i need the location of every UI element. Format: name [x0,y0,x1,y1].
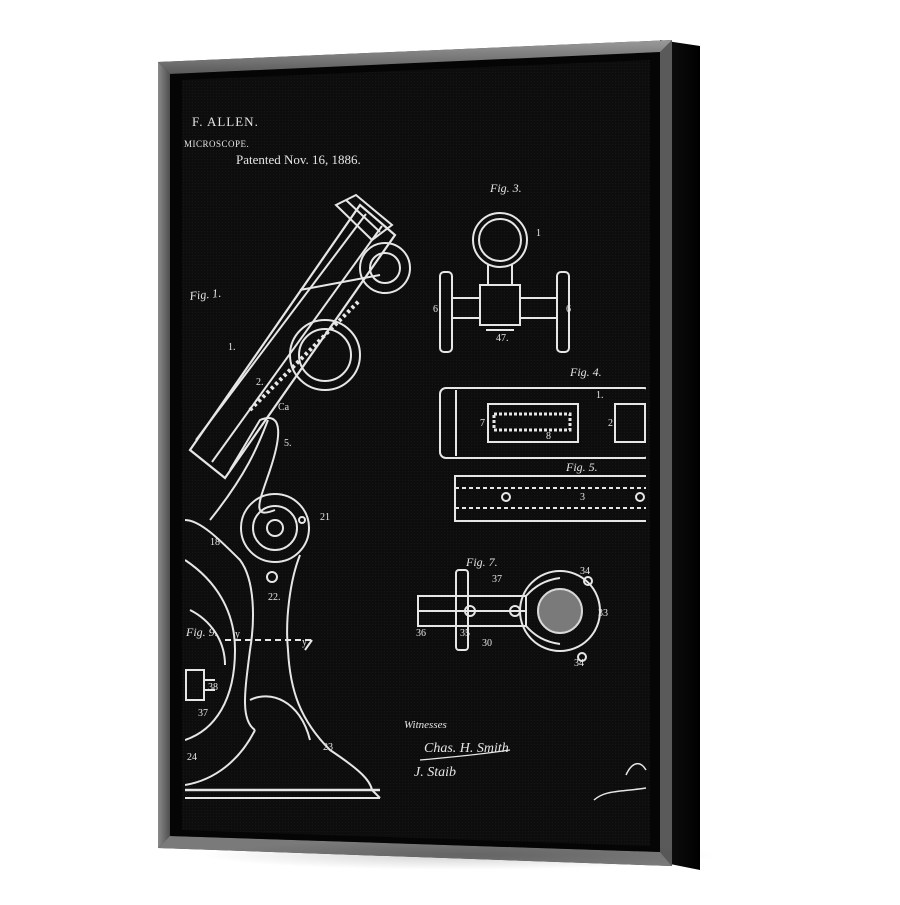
svg-text:7: 7 [480,418,485,429]
svg-text:1.: 1. [228,342,236,353]
svg-text:34: 34 [580,566,590,577]
svg-text:18: 18 [210,537,220,548]
witness-heading: Witnesses [404,719,447,731]
patent-drawing: 1. 2. Ca 5. 18 21 22. 23 y y 24 38 37 1 … [185,193,646,799]
fig9-label: Fig. 9. [185,625,218,639]
svg-text:6: 6 [566,304,571,315]
svg-text:38: 38 [208,682,218,693]
patent-subject: MICROSCOPE. [184,139,249,149]
svg-text:23: 23 [323,742,333,753]
svg-text:22.: 22. [268,592,281,603]
picture-frame [158,40,700,870]
fig1-label: Fig. 1. [188,286,222,303]
svg-text:37: 37 [492,574,502,585]
svg-text:34: 34 [574,658,584,669]
svg-text:8: 8 [546,431,551,442]
reference-numerals: 1. 2. Ca 5. 18 21 22. 23 y y 24 38 37 1 … [187,228,613,763]
figure-labels: Fig. 1. Fig. 3. Fig. 4. Fig. 5. Fig. 7. … [185,181,602,639]
svg-text:1.: 1. [596,390,604,401]
witness-signature-2: J. Staib [414,765,456,780]
attorney-signature-fragment [625,763,647,776]
svg-text:36: 36 [416,628,426,639]
witness-block: Witnesses Chas. H. Smith J. Staib [404,719,647,801]
patent-date: Patented Nov. 16, 1886. [236,152,361,167]
figure-3-drawing [439,212,570,353]
svg-text:3: 3 [580,492,585,503]
svg-text:37: 37 [198,708,208,719]
fig3-label: Fig. 3. [489,181,522,195]
svg-text:1: 1 [536,228,541,239]
inventor-name: F. ALLEN. [192,114,259,129]
svg-text:y: y [235,629,240,640]
fig7-label: Fig. 7. [465,555,498,569]
patent-header: F. ALLEN. MICROSCOPE. Patented Nov. 16, … [184,114,361,167]
fig4-label: Fig. 4. [569,365,602,379]
figure-7-drawing [417,569,601,662]
svg-text:35: 35 [460,628,470,639]
svg-text:2.: 2. [256,377,264,388]
svg-text:30: 30 [482,638,492,649]
svg-text:y: y [302,637,307,648]
svg-text:5.: 5. [284,438,292,449]
figure-5-drawing [454,475,646,522]
canvas-surface [182,60,650,846]
svg-text:47.: 47. [496,333,509,344]
svg-text:24: 24 [187,752,197,763]
figure-4-drawing [439,387,646,459]
microscope-main-drawing [185,193,411,799]
svg-text:6: 6 [433,304,438,315]
svg-text:Ca: Ca [278,402,290,413]
frame-shadow [200,840,720,870]
svg-text:21: 21 [320,512,330,523]
svg-text:2: 2 [608,418,613,429]
svg-text:33: 33 [598,608,608,619]
fig5-label: Fig. 5. [565,460,598,474]
witness-signature-1: Chas. H. Smith [424,741,509,756]
